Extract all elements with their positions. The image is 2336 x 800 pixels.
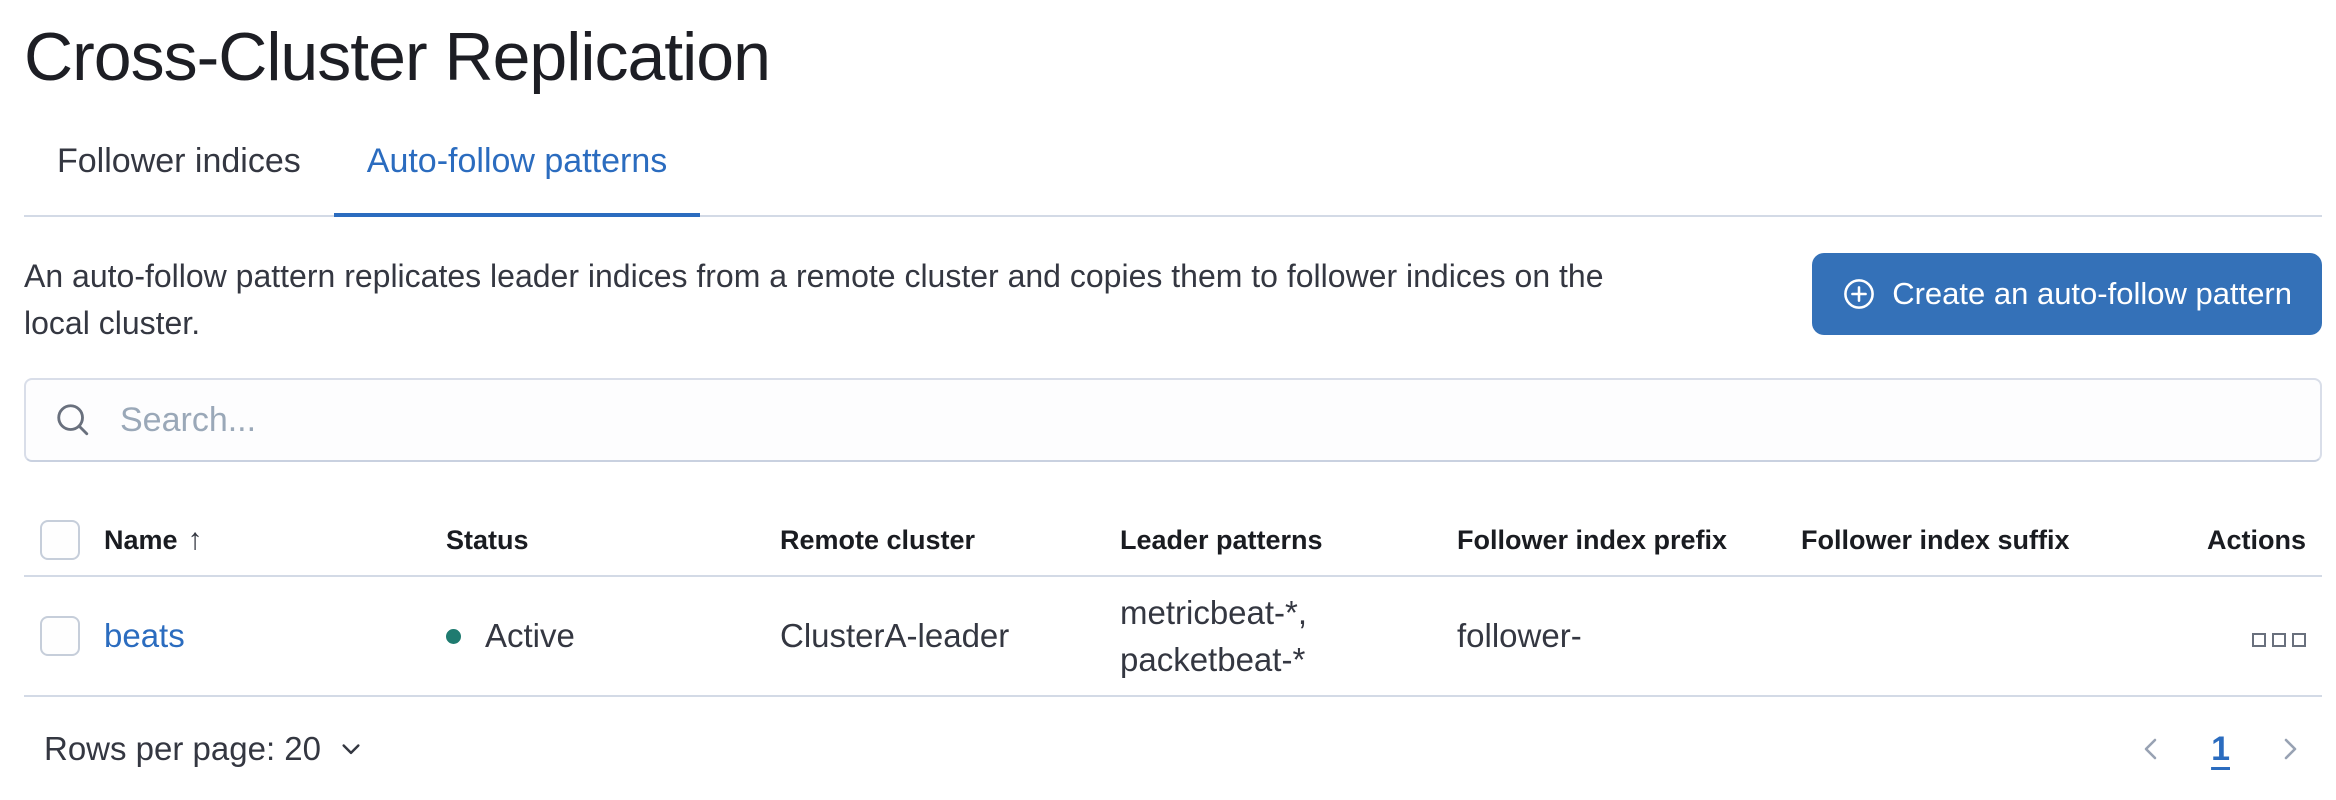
table-header-row: Name ↑ Status Remote cluster Leader patte…: [24, 505, 2322, 577]
pattern-name-link[interactable]: beats: [104, 617, 185, 654]
rows-per-page-label: Rows per page: 20: [44, 730, 322, 767]
chevron-left-icon: [2144, 738, 2157, 760]
search-icon: [57, 404, 89, 436]
row-actions-button[interactable]: [2252, 633, 2306, 647]
column-header-leader-patterns[interactable]: Leader patterns: [1120, 505, 1457, 577]
status-label: Active: [485, 617, 575, 654]
create-auto-follow-pattern-button[interactable]: Create an auto-follow pattern: [1812, 253, 2322, 335]
follower-index-prefix-cell: follower-: [1457, 576, 1801, 697]
table-footer: Rows per page: 20 1: [24, 713, 2322, 785]
chevron-right-icon: [2284, 738, 2297, 760]
previous-page-button[interactable]: [2135, 733, 2167, 765]
page-header-section: An auto-follow pattern replicates leader…: [24, 253, 2322, 347]
status-cell: Active: [446, 617, 780, 655]
auto-follow-patterns-table: Name ↑ Status Remote cluster Leader patte…: [24, 505, 2322, 697]
next-page-button[interactable]: [2274, 733, 2306, 765]
search-bar[interactable]: [24, 378, 2322, 462]
search-input[interactable]: [118, 399, 2292, 441]
boxes-horizontal-icon: [2272, 633, 2286, 647]
remote-cluster-cell: ClusterA-leader: [780, 576, 1120, 697]
plus-in-circle-icon: [1844, 279, 1875, 309]
column-header-follower-index-prefix[interactable]: Follower index prefix: [1457, 505, 1801, 577]
tab-follower-indices[interactable]: Follower indices: [57, 142, 301, 180]
leader-pattern-2: packetbeat-*: [1120, 641, 1306, 678]
select-all-checkbox[interactable]: [40, 520, 80, 560]
create-button-label: Create an auto-follow pattern: [1892, 276, 2292, 311]
rows-per-page-button[interactable]: Rows per page: 20: [44, 730, 365, 768]
boxes-horizontal-icon: [2292, 633, 2306, 647]
column-header-name-label: Name: [104, 525, 178, 555]
boxes-horizontal-icon: [2252, 633, 2266, 647]
tab-bar: Follower indices Auto-follow patterns: [24, 125, 2322, 217]
column-header-follower-index-suffix[interactable]: Follower index suffix: [1801, 505, 2151, 577]
column-header-status[interactable]: Status: [446, 505, 780, 577]
row-checkbox[interactable]: [40, 616, 80, 656]
tab-auto-follow-patterns[interactable]: Auto-follow patterns: [333, 125, 701, 217]
follower-index-suffix-cell: [1801, 576, 2151, 697]
sort-ascending-arrow-icon: ↑: [187, 523, 203, 556]
leader-pattern-1: metricbeat-*,: [1120, 594, 1308, 631]
page-description-line-1: An auto-follow pattern replicates leader…: [24, 258, 1604, 294]
page-number-current[interactable]: 1: [2211, 729, 2230, 768]
leader-patterns-cell: metricbeat-*, packetbeat-*: [1120, 589, 1457, 683]
page-title: Cross-Cluster Replication: [24, 19, 771, 95]
column-header-remote-cluster[interactable]: Remote cluster: [780, 505, 1120, 577]
page-description: An auto-follow pattern replicates leader…: [24, 253, 1603, 347]
column-header-name[interactable]: Name ↑: [104, 505, 446, 577]
chevron-down-icon: [342, 744, 360, 755]
page-description-line-2: local cluster.: [24, 305, 201, 341]
status-active-dot-icon: [446, 628, 461, 644]
pagination: 1: [2135, 730, 2306, 769]
table-row-beats: beats Active ClusterA-leader metricbeat-…: [24, 576, 2322, 697]
column-header-actions: Actions: [2151, 505, 2322, 577]
